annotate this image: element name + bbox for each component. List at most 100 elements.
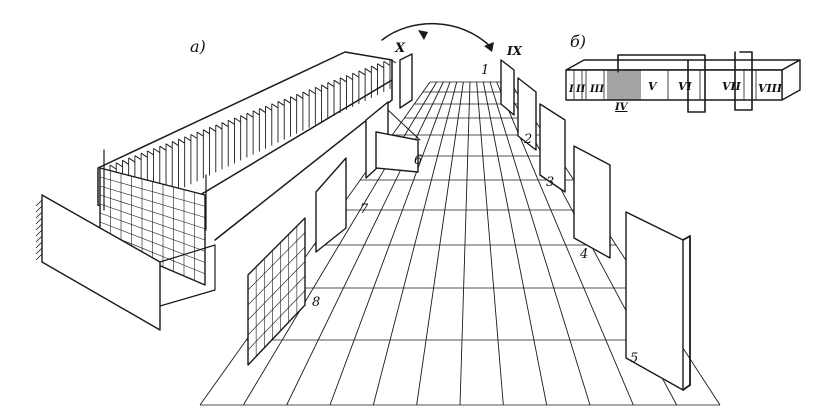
plate-fin-top: [352, 72, 359, 78]
hatch-line: [35, 241, 43, 249]
hatch-line: [35, 211, 43, 219]
floor-ray: [329, 81, 451, 406]
floor-ray: [242, 81, 438, 406]
label-7: 7: [360, 202, 369, 217]
panel-5-edge-top: [682, 235, 691, 241]
grid-line-h: [99, 176, 206, 207]
label-roman-II: II: [575, 84, 586, 95]
plate-fin-top: [333, 79, 341, 85]
panel-6-frame: [375, 131, 419, 173]
arrow-head: [484, 42, 494, 52]
plate-fin-top: [134, 155, 142, 160]
stack-right-edge: [214, 79, 393, 241]
panel-8-grid: [247, 226, 306, 357]
plate-fin-top: [196, 131, 204, 137]
floor-ray: [489, 81, 591, 406]
plate-fin-top: [171, 141, 179, 146]
plate-fin-top: [271, 103, 279, 109]
end-wall-frame: [159, 244, 216, 307]
plate-fin-top: [339, 77, 347, 83]
plate-fin-top: [283, 98, 291, 104]
labels: а) б) 1 2 3 4 5 6 7 8 X IX I II III IV V…: [190, 32, 783, 366]
label-roman-III: III: [589, 84, 604, 95]
floor-ray: [476, 81, 504, 406]
clamp-1: [617, 54, 706, 113]
end-wall-plate: [41, 194, 161, 331]
panel-6-bar: [387, 109, 421, 141]
panel8-grid-h: [247, 290, 306, 351]
plate-fin-top: [383, 60, 391, 66]
panel8-grid-h: [247, 246, 306, 306]
label-1: 1: [481, 63, 489, 78]
plate-fin-top: [221, 122, 229, 128]
plate-fin-top: [308, 89, 316, 95]
plate-fin-top: [184, 136, 191, 142]
plate-fin-top: [240, 115, 247, 120]
label-roman-I: I: [568, 84, 574, 95]
label-5: 5: [630, 351, 638, 366]
label-4: 4: [579, 247, 588, 262]
plate-fin-top: [215, 124, 223, 130]
plate-fin-top: [234, 117, 241, 123]
panel8-grid-h: [247, 275, 306, 336]
hatch-line: [35, 217, 43, 225]
plate-fin-top: [346, 75, 353, 80]
plate-fin-top: [371, 65, 378, 71]
hatch-line: [35, 247, 43, 255]
panel8-grid-h: [247, 232, 306, 291]
plate-fin-top: [165, 143, 173, 149]
plate-fin-top: [252, 110, 260, 116]
label-roman-X: X: [394, 41, 406, 56]
hatch-line: [35, 235, 43, 243]
label-2: 2: [523, 132, 532, 147]
label-roman-VI: VI: [678, 80, 693, 93]
plate-fin-top: [122, 159, 129, 165]
panel-X: [399, 53, 413, 109]
arrow-head-small: [418, 30, 428, 40]
panel-1: [500, 59, 515, 116]
plate-fin-top: [227, 119, 235, 125]
floor-ray: [286, 81, 444, 406]
plate-fin-top: [140, 152, 148, 158]
plate-fin-top: [259, 108, 266, 113]
plate-fin-top: [147, 150, 154, 156]
panel-7: [315, 157, 347, 253]
curved-arrow: [381, 23, 493, 49]
hatch-line: [35, 253, 43, 261]
plate-fin-top: [153, 148, 160, 153]
label-part-b: б): [570, 32, 586, 51]
label-roman-IX: IX: [506, 44, 523, 58]
label-part-a: а): [190, 37, 206, 56]
bar-top: [565, 59, 801, 71]
label-roman-VII: VII: [722, 80, 742, 93]
panel-8: [247, 217, 306, 366]
grid-line-h: [99, 221, 206, 263]
floor-ray: [459, 81, 471, 406]
hatch-line: [35, 223, 43, 231]
bar-front: [565, 69, 783, 101]
wall-hatching: [35, 199, 43, 261]
floor-ray: [416, 81, 464, 406]
hatch-line: [35, 199, 43, 207]
grid-line-h: [99, 203, 206, 241]
plate-fin-top: [377, 63, 384, 69]
label-3: 3: [546, 175, 554, 190]
panel-3: [539, 103, 566, 193]
panel-5-edge-bottom: [682, 384, 691, 391]
right-panels: [500, 59, 691, 391]
plate-fin-top: [246, 112, 254, 118]
plate-fin-top: [115, 162, 123, 168]
grid-line-h: [99, 185, 206, 218]
label-6: 6: [414, 153, 422, 168]
hatch-line: [35, 205, 43, 213]
clamp-2: [734, 51, 753, 111]
grid-line-h: [99, 212, 206, 252]
plate-fin-top: [128, 157, 135, 163]
section-b-diagram: [565, 51, 801, 113]
bar-dividers: [573, 70, 757, 100]
plate-fin-top: [296, 93, 303, 99]
label-roman-V: V: [648, 80, 658, 93]
plate-fin-top: [178, 138, 185, 144]
label-roman-VIII: VIII: [758, 82, 783, 95]
